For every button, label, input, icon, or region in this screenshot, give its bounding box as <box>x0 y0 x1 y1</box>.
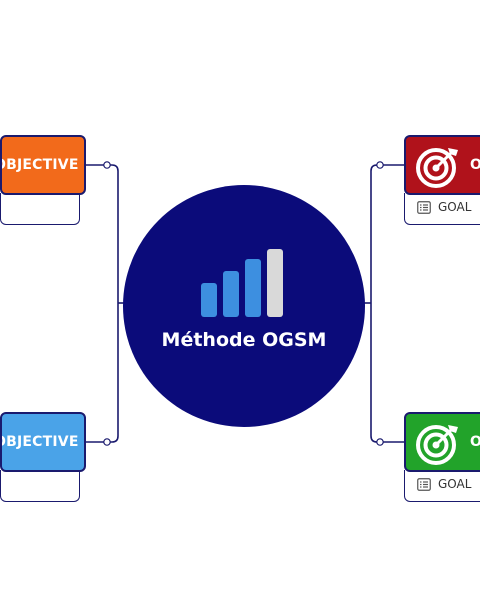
goal-header: O <box>404 135 480 195</box>
objective-card-bottom-left[interactable]: OBJECTIVE <box>0 412 86 504</box>
left-connector <box>84 164 119 443</box>
card-body <box>0 470 80 502</box>
target-icon <box>416 425 458 465</box>
card-body: GOAL <box>404 193 480 225</box>
goal-label: GOAL <box>438 477 472 491</box>
target-icon <box>416 148 458 188</box>
card-body: GOAL <box>404 470 480 502</box>
objective-header: OBJECTIVE <box>0 135 86 195</box>
objective-card-top-left[interactable]: OBJECTIVE <box>0 135 86 227</box>
connector-dot <box>376 161 384 169</box>
goal-head-label: O <box>470 137 480 193</box>
objective-header: OBJECTIVE <box>0 412 86 472</box>
list-icon <box>417 200 431 214</box>
goal-label: GOAL <box>438 200 472 214</box>
objective-label: OBJECTIVE <box>0 434 79 450</box>
center-node[interactable]: Méthode OGSM <box>123 185 365 427</box>
objective-label: OBJECTIVE <box>0 157 79 173</box>
card-body <box>0 193 80 225</box>
connector-dot <box>103 161 111 169</box>
goal-row[interactable]: GOAL <box>417 200 471 214</box>
connector-dot <box>103 438 111 446</box>
center-title: Méthode OGSM <box>161 329 327 351</box>
right-connector <box>370 164 404 443</box>
bar-chart-icon <box>201 249 283 317</box>
goal-head-label: O <box>470 414 480 470</box>
goal-header: O <box>404 412 480 472</box>
goal-card-bottom-right[interactable]: GOAL O <box>404 412 480 504</box>
connector-dot <box>376 438 384 446</box>
list-icon <box>417 477 431 491</box>
goal-row[interactable]: GOAL <box>417 477 471 491</box>
goal-card-top-right[interactable]: GOAL O <box>404 135 480 227</box>
